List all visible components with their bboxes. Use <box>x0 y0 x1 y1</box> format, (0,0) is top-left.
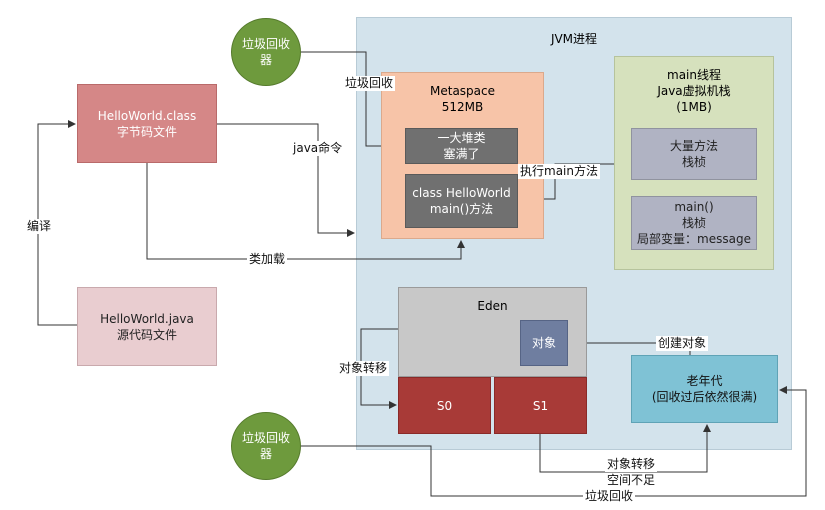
metaspace-title: Metaspace <box>430 84 495 98</box>
label-gc-collect: 垃圾回收 <box>343 76 396 91</box>
label-java-cmd: java命令 <box>291 141 345 156</box>
old-gen-note: (回收过后依然很满) <box>651 390 758 404</box>
methods-frame-line1: 大量方法 <box>669 139 718 153</box>
gc-top-line1: 垃圾回收 <box>241 37 290 51</box>
survivor-s1-box: S1 <box>494 377 587 434</box>
class-helloworld-label: class HelloWorld <box>412 186 511 200</box>
label-exec-main: 执行main方法 <box>518 164 600 179</box>
main-thread-title: main线程 <box>667 68 721 82</box>
gc-top-line2: 器 <box>259 53 272 67</box>
main-method-label: main()方法 <box>429 202 494 216</box>
label-move-space-1: 对象转移 <box>605 457 658 472</box>
main-frame-line1: main() <box>674 200 714 214</box>
to-old-gen-arrow <box>539 424 711 473</box>
object-box: 对象 <box>520 320 568 366</box>
label-bottom-gc: 垃圾回收 <box>583 489 636 504</box>
main-frame-locals: 局部变量：message <box>637 232 751 246</box>
s0-label: S0 <box>436 398 453 413</box>
gc-bottom-line1: 垃圾回收 <box>241 431 290 445</box>
methods-frame-line2: 栈桢 <box>681 155 706 169</box>
helloworld-java-name: HelloWorld.java <box>100 311 194 326</box>
classes-pile-line1: 一大堆类 <box>437 131 486 145</box>
helloworld-class-meta-box: class HelloWorld main()方法 <box>405 174 518 228</box>
s1-label: S1 <box>532 398 549 413</box>
object-label: 对象 <box>531 336 556 350</box>
helloworld-class-box: HelloWorld.class 字节码文件 <box>77 84 217 163</box>
jvm-stack-label: Java虚拟机栈 <box>657 84 731 98</box>
label-object-move: 对象转移 <box>337 361 390 376</box>
label-class-load: 类加载 <box>247 252 288 267</box>
methods-stack-frame: 大量方法 栈桢 <box>631 128 757 180</box>
metaspace-size: 512MB <box>441 100 484 114</box>
old-gen-title: 老年代 <box>686 374 723 388</box>
gc-bottom-line2: 器 <box>259 447 272 461</box>
class-load-arrow <box>146 163 465 260</box>
gc-top-circle: 垃圾回收 器 <box>231 18 301 86</box>
helloworld-java-box: HelloWorld.java 源代码文件 <box>77 287 217 366</box>
main-frame-line2: 栈桢 <box>681 216 706 230</box>
label-move-space-2: 空间不足 <box>605 473 658 488</box>
label-compile: 编译 <box>25 219 54 234</box>
helloworld-class-name: HelloWorld.class <box>97 108 197 123</box>
helloworld-java-desc: 源代码文件 <box>116 327 177 342</box>
eden-title: Eden <box>477 299 508 313</box>
helloworld-class-desc: 字节码文件 <box>116 124 177 139</box>
gc-bottom-circle: 垃圾回收 器 <box>231 412 301 480</box>
stack-size-label: (1MB) <box>676 100 712 114</box>
old-generation-box: 老年代 (回收过后依然很满) <box>631 355 778 423</box>
jvm-title: JVM进程 <box>550 32 598 46</box>
survivor-s0-box: S0 <box>398 377 491 434</box>
classes-pile-line2: 塞满了 <box>443 147 480 161</box>
classes-pile-box: 一大堆类 塞满了 <box>405 128 518 164</box>
java-cmd-arrow <box>217 123 355 237</box>
label-create-object: 创建对象 <box>656 336 709 351</box>
main-stack-frame: main() 栈桢 局部变量：message <box>631 196 757 250</box>
